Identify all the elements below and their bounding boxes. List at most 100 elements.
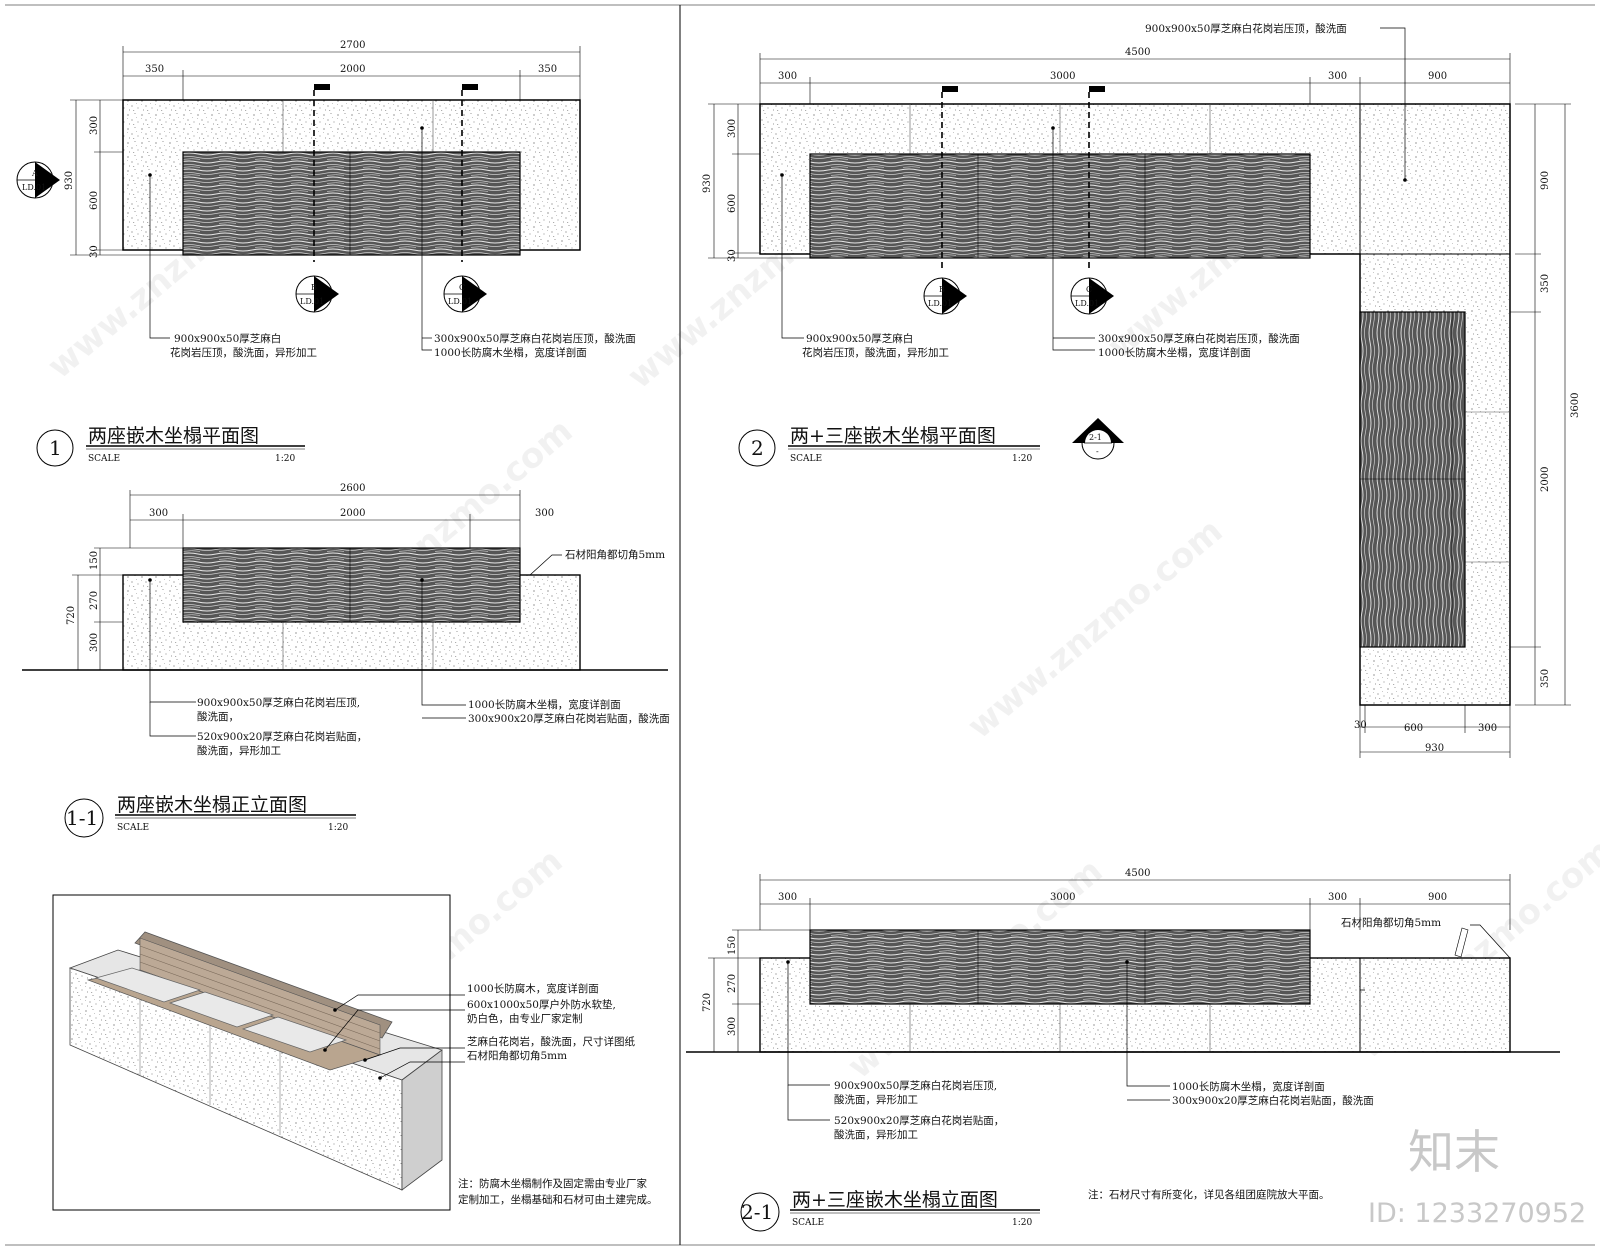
svg-text:300: 300 <box>778 71 797 82</box>
svg-text:2-1: 2-1 <box>1089 433 1102 442</box>
svg-text:芝麻白花岗岩，酸洗面，尺寸详图纸: 芝麻白花岗岩，酸洗面，尺寸详图纸 <box>467 1035 635 1048</box>
svg-text:600: 600 <box>727 194 738 213</box>
drawing-2-1-title-block: 2-1 两+三座嵌木坐榻立面图 SCALE 1:20 <box>740 1189 1040 1232</box>
general-note: 注：石材尺寸有所变化，详见各组团庭院放大平面。 <box>1088 1188 1330 1201</box>
svg-text:LD.01: LD.01 <box>300 297 324 306</box>
svg-text:930: 930 <box>702 174 713 193</box>
svg-text:1:20: 1:20 <box>1012 454 1032 464</box>
svg-text:900: 900 <box>1428 71 1447 82</box>
dim-depth-c: 30 <box>89 245 100 258</box>
section-cut-lines <box>313 90 463 262</box>
drawing-2-title-block: 2 两+三座嵌木坐榻平面图 SCALE 1:20 <box>738 425 1040 467</box>
svg-text:270: 270 <box>89 591 100 610</box>
svg-text:A: A <box>31 169 38 178</box>
svg-text:LD.01: LD.01 <box>928 299 952 308</box>
svg-text:720: 720 <box>66 606 77 625</box>
dim-depth-b: 600 <box>89 191 100 210</box>
svg-text:LD.01: LD.01 <box>22 183 46 192</box>
corner-watermark: 知末 ID: 1233270952 <box>1368 1125 1586 1229</box>
svg-text:石材阳角都切角5mm: 石材阳角都切角5mm <box>1341 916 1441 929</box>
drawing-1-1-elevation: 2600 300 2000 300 720 150 270 300 石材阳角都切… <box>22 483 670 838</box>
wood-seat <box>182 151 521 256</box>
svg-text:注：防腐木坐榻制作及固定需由专业厂家: 注：防腐木坐榻制作及固定需由专业厂家 <box>458 1177 647 1190</box>
wood-seat-vertical <box>1359 311 1466 648</box>
svg-text:1000长防腐木坐榻，宽度详剖面: 1000长防腐木坐榻，宽度详剖面 <box>468 698 621 711</box>
svg-text:SCALE: SCALE <box>790 454 822 464</box>
svg-text:2: 2 <box>751 436 764 460</box>
svg-text:1:20: 1:20 <box>328 823 348 833</box>
perspective-view: 1000长防腐木，宽度详剖面 600x1000x50厚户外防水软垫, 奶白色，由… <box>52 894 658 1211</box>
svg-text:350: 350 <box>1540 669 1551 688</box>
svg-text:350: 350 <box>1540 274 1551 293</box>
svg-text:720: 720 <box>702 993 713 1012</box>
svg-text:900: 900 <box>1428 892 1447 903</box>
drawing-2-1-elevation: 4500 300 3000 300 900 720 150 270 300 石材… <box>686 868 1560 1232</box>
svg-text:1000长防腐木，宽度详剖面: 1000长防腐木，宽度详剖面 <box>467 982 599 995</box>
svg-text:150: 150 <box>727 936 738 955</box>
wood-backrest-long <box>809 929 1311 1005</box>
svg-text:SCALE: SCALE <box>792 1218 824 1228</box>
watermark-id: ID: 1233270952 <box>1368 1198 1586 1229</box>
svg-text:LD.01: LD.01 <box>1075 299 1099 308</box>
svg-text:520x900x20厚芝麻白花岗岩贴面，: 520x900x20厚芝麻白花岗岩贴面， <box>834 1114 1004 1127</box>
svg-text:300: 300 <box>149 508 168 519</box>
drawing-1-title-block: 1 两座嵌木坐榻平面图 SCALE 1:20 <box>36 425 305 467</box>
drawing-1-title: 两座嵌木坐榻平面图 <box>88 425 259 447</box>
svg-text:520x900x20厚芝麻白花岗岩贴面，: 520x900x20厚芝麻白花岗岩贴面， <box>197 730 367 743</box>
svg-text:石材阳角都切角5mm: 石材阳角都切角5mm <box>467 1049 567 1062</box>
svg-text:30: 30 <box>727 249 738 262</box>
note-wood-seat: 1000长防腐木坐榻，宽度详剖面 <box>434 346 587 359</box>
svg-text:B: B <box>311 283 317 292</box>
svg-text:C: C <box>1086 285 1092 294</box>
svg-text:两座嵌木坐榻正立面图: 两座嵌木坐榻正立面图 <box>117 794 307 816</box>
svg-text:930: 930 <box>1425 743 1444 754</box>
svg-text:300: 300 <box>1328 892 1347 903</box>
svg-text:150: 150 <box>89 551 100 570</box>
section-marker-b: B LD.01 <box>295 275 339 313</box>
section-marker-2-1: 2-1 - <box>1072 418 1124 460</box>
svg-text:花岗岩压顶，酸洗面，异形加工: 花岗岩压顶，酸洗面，异形加工 <box>802 346 949 359</box>
svg-text:2600: 2600 <box>340 483 365 494</box>
svg-text:4500: 4500 <box>1125 868 1150 879</box>
svg-text:300: 300 <box>1478 723 1497 734</box>
section-marker-c-2: C LD.01 <box>1070 277 1114 315</box>
svg-text:300: 300 <box>778 892 797 903</box>
svg-text:300: 300 <box>1328 71 1347 82</box>
section-marker-a: A LD.01 <box>16 161 60 199</box>
svg-text:900x900x50厚芝麻白花岗岩压顶，酸洗面: 900x900x50厚芝麻白花岗岩压顶，酸洗面 <box>1145 22 1347 35</box>
svg-text:600: 600 <box>1404 723 1423 734</box>
svg-text:-: - <box>1096 447 1099 456</box>
svg-text:4500: 4500 <box>1125 47 1150 58</box>
note-granite-coping: 900x900x50厚芝麻白 <box>174 332 281 345</box>
svg-text:1: 1 <box>49 436 62 460</box>
svg-text:3000: 3000 <box>1050 892 1075 903</box>
note-granite-300: 300x900x50厚芝麻白花岗岩压顶，酸洗面 <box>434 332 636 345</box>
svg-text:两+三座嵌木坐榻立面图: 两+三座嵌木坐榻立面图 <box>792 1189 998 1211</box>
svg-text:900x900x50厚芝麻白: 900x900x50厚芝麻白 <box>806 332 913 345</box>
svg-text:300: 300 <box>89 633 100 652</box>
svg-text:2000: 2000 <box>1540 467 1551 492</box>
wood-backrest <box>182 547 521 623</box>
svg-text:2-1: 2-1 <box>741 1200 773 1224</box>
svg-text:300: 300 <box>535 508 554 519</box>
svg-text:300: 300 <box>727 119 738 138</box>
dim-left-offset: 350 <box>145 64 164 75</box>
svg-text:酸洗面，: 酸洗面， <box>197 710 239 723</box>
svg-text:1:20: 1:20 <box>275 454 295 464</box>
dim-overall-depth: 930 <box>64 171 75 190</box>
svg-text:900x900x50厚芝麻白花岗岩压顶,: 900x900x50厚芝麻白花岗岩压顶, <box>834 1079 997 1092</box>
svg-text:奶白色，由专业厂家定制: 奶白色，由专业厂家定制 <box>467 1012 583 1025</box>
svg-text:300x900x20厚芝麻白花岗岩贴面，酸洗面: 300x900x20厚芝麻白花岗岩贴面，酸洗面 <box>468 712 670 725</box>
watermark-logo: 知末 <box>1408 1125 1500 1179</box>
section-marker-b-2: B LD.01 <box>923 277 967 315</box>
svg-text:30: 30 <box>1354 720 1367 731</box>
svg-text:2000: 2000 <box>340 508 365 519</box>
dim-depth-a: 300 <box>89 116 100 135</box>
svg-text:酸洗面，异形加工: 酸洗面，异形加工 <box>834 1093 918 1106</box>
note-granite-coping-2: 花岗岩压顶，酸洗面，异形加工 <box>170 346 317 359</box>
svg-text:1:20: 1:20 <box>1012 1218 1032 1228</box>
svg-text:B: B <box>939 285 945 294</box>
dim-center-width: 2000 <box>340 64 365 75</box>
svg-text:C: C <box>459 283 465 292</box>
